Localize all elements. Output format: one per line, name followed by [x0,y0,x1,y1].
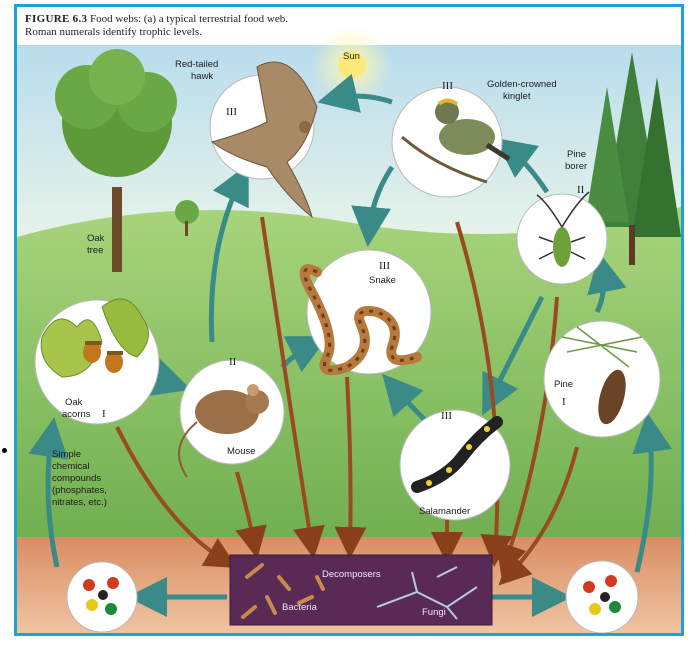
bullet-mark [2,448,7,453]
oak-acorns-label-2: acorns [62,409,91,420]
pine-borer-label-2: borer [565,161,587,172]
pine-borer-label-1: Pine [567,149,586,160]
salamander-node [400,410,510,520]
kinglet-level: III [442,80,453,92]
hawk-level: III [226,106,237,118]
pine-level: I [562,396,566,408]
compounds-left-node [67,562,137,632]
oak-acorns-label-1: Oak [65,397,83,408]
salamander-label: Salamander [419,506,470,517]
snake-label: Snake [369,275,396,286]
food-web-diagram: Sun Oak tree [17,7,681,633]
decomposers-box [230,555,492,625]
oak-level: I [102,408,106,420]
figure-frame: FIGURE 6.3 Food webs: (a) a typical terr… [14,4,684,636]
oak-tree-label-1: Oak [87,233,105,244]
oak-acorns-node [35,299,159,424]
snake-level: III [379,260,390,272]
mouse-level: II [229,356,237,368]
bacteria-label: Bacteria [282,602,318,613]
fungi-label: Fungi [422,607,446,618]
sun-label: Sun [343,51,360,62]
pine-label: Pine [554,379,573,390]
compounds-right-node [566,561,638,633]
mouse-label: Mouse [227,446,256,457]
pine-borer-level: II [577,184,585,196]
salamander-level: III [441,410,452,422]
oak-tree-label-2: tree [87,245,103,256]
hawk-label-2: hawk [191,71,213,82]
sun-icon [312,25,392,105]
kinglet-label-1: Golden-crowned [487,79,557,90]
hawk-label-1: Red-tailed [175,59,218,70]
decomposers-label: Decomposers [322,569,381,580]
kinglet-label-2: kinglet [503,91,531,102]
